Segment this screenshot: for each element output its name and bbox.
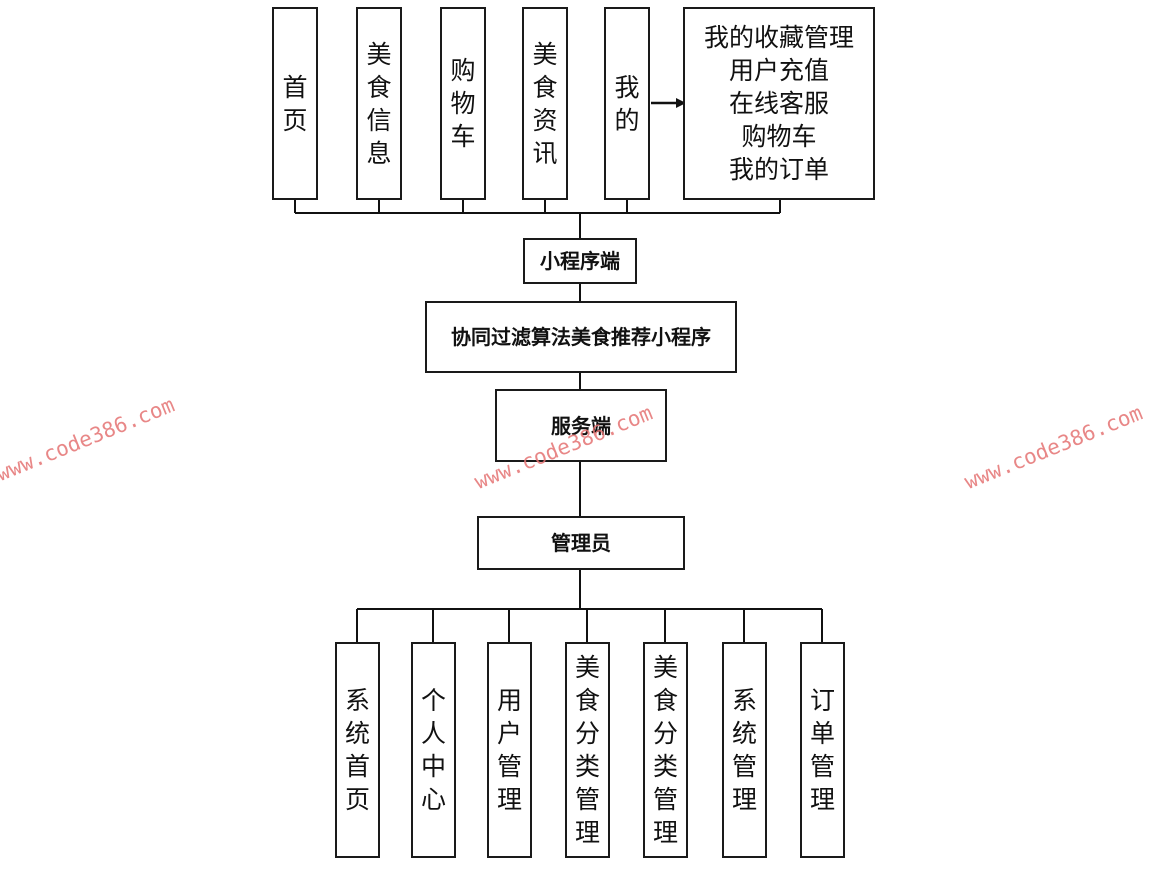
submenu-cart: 购物车 (741, 122, 817, 151)
module-label-cart: 购物车 (450, 56, 476, 151)
admin-module-label-personal-center: 个人中心 (420, 686, 446, 814)
admin-module-box-system-management: 系统管理 (722, 642, 767, 858)
submenu-favorites: 我的收藏管理 (703, 23, 854, 52)
admin-module-label-system-home: 系统首页 (344, 686, 370, 814)
module-box-my: 我的 (604, 7, 650, 200)
admin-module-label-user-management: 用户管理 (496, 686, 522, 814)
module-label-food-info: 美食信息 (366, 39, 392, 168)
submenu-customer-service: 在线客服 (728, 89, 829, 118)
module-label-my: 我的 (614, 72, 640, 135)
client-label: 小程序端 (540, 249, 620, 273)
server-box: 服务端 (495, 389, 667, 462)
my-submenu-box: 我的收藏管理 用户充值 在线客服 购物车 我的订单 (683, 7, 875, 200)
module-box-home: 首页 (272, 7, 318, 200)
system-box: 协同过滤算法美食推荐小程序 (425, 301, 737, 373)
module-label-home: 首页 (282, 72, 308, 135)
admin-box: 管理员 (477, 516, 685, 570)
admin-module-label-system-management: 系统管理 (731, 686, 757, 814)
client-box: 小程序端 (523, 238, 637, 284)
module-box-cart: 购物车 (440, 7, 486, 200)
admin-module-label-order-management: 订单管理 (809, 686, 835, 814)
admin-module-label-food-category-2: 美食分类管理 (652, 653, 678, 847)
admin-label: 管理员 (551, 531, 611, 555)
submenu-recharge: 用户充值 (728, 56, 829, 85)
submenu-orders: 我的订单 (728, 155, 829, 184)
admin-module-box-system-home: 系统首页 (335, 642, 380, 858)
admin-module-label-food-category-1: 美食分类管理 (574, 653, 600, 847)
admin-module-box-order-management: 订单管理 (800, 642, 845, 858)
module-box-food-news: 美食资讯 (522, 7, 568, 200)
admin-module-box-food-category-2: 美食分类管理 (643, 642, 688, 858)
admin-module-box-user-management: 用户管理 (487, 642, 532, 858)
module-box-food-info: 美食信息 (356, 7, 402, 200)
server-label: 服务端 (551, 413, 611, 438)
system-label: 协同过滤算法美食推荐小程序 (451, 325, 711, 349)
admin-module-box-food-category-1: 美食分类管理 (565, 642, 610, 858)
module-label-food-news: 美食资讯 (532, 39, 558, 168)
admin-module-box-personal-center: 个人中心 (411, 642, 456, 858)
